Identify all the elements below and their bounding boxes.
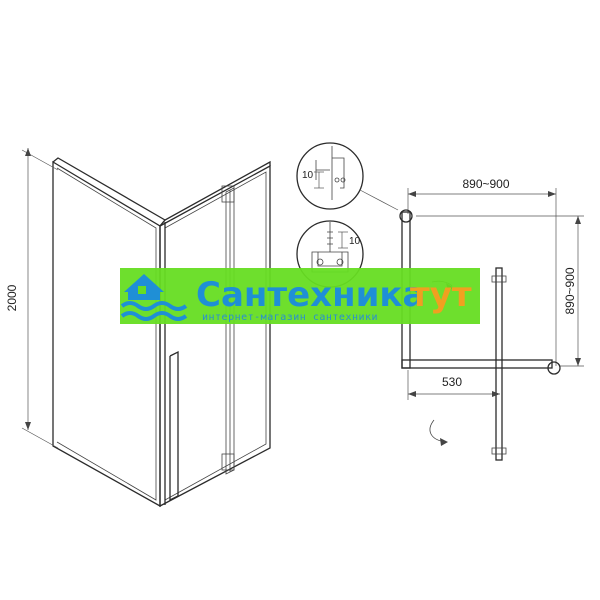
detail-top-gap-label: 10 bbox=[302, 170, 314, 181]
watermark-banner: Сантехника тут интернет-магазин сантехни… bbox=[120, 268, 480, 324]
right-glass-panel bbox=[159, 164, 271, 508]
detail-top-circle: 10 bbox=[296, 142, 364, 210]
banner-title-accent: тут bbox=[410, 275, 472, 315]
banner-subtitle: интернет-магазин сантехники bbox=[202, 312, 378, 323]
top-rail-left bbox=[52, 157, 166, 227]
bottom-hinge bbox=[221, 453, 235, 471]
depth-label: 890~900 bbox=[563, 267, 577, 314]
width-label: 890~900 bbox=[462, 177, 509, 191]
height-label: 2000 bbox=[5, 284, 19, 311]
door-handle bbox=[169, 350, 179, 502]
plan-door bbox=[495, 267, 503, 461]
detail-leader-top bbox=[359, 189, 399, 211]
top-rail-right bbox=[159, 160, 271, 227]
banner-title: Сантехника bbox=[196, 275, 425, 315]
top-hinge bbox=[221, 185, 235, 203]
house-water-logo bbox=[120, 274, 188, 321]
curved-arrow-icon bbox=[429, 419, 447, 443]
enclosure-3d-view: 2000 bbox=[5, 148, 271, 508]
banner-background bbox=[120, 268, 480, 324]
left-glass-panel bbox=[52, 160, 161, 508]
plan-fixed-panel bbox=[401, 359, 553, 369]
detail-bottom-gap-label: 10 bbox=[349, 236, 361, 247]
door-width-label: 530 bbox=[442, 375, 462, 389]
